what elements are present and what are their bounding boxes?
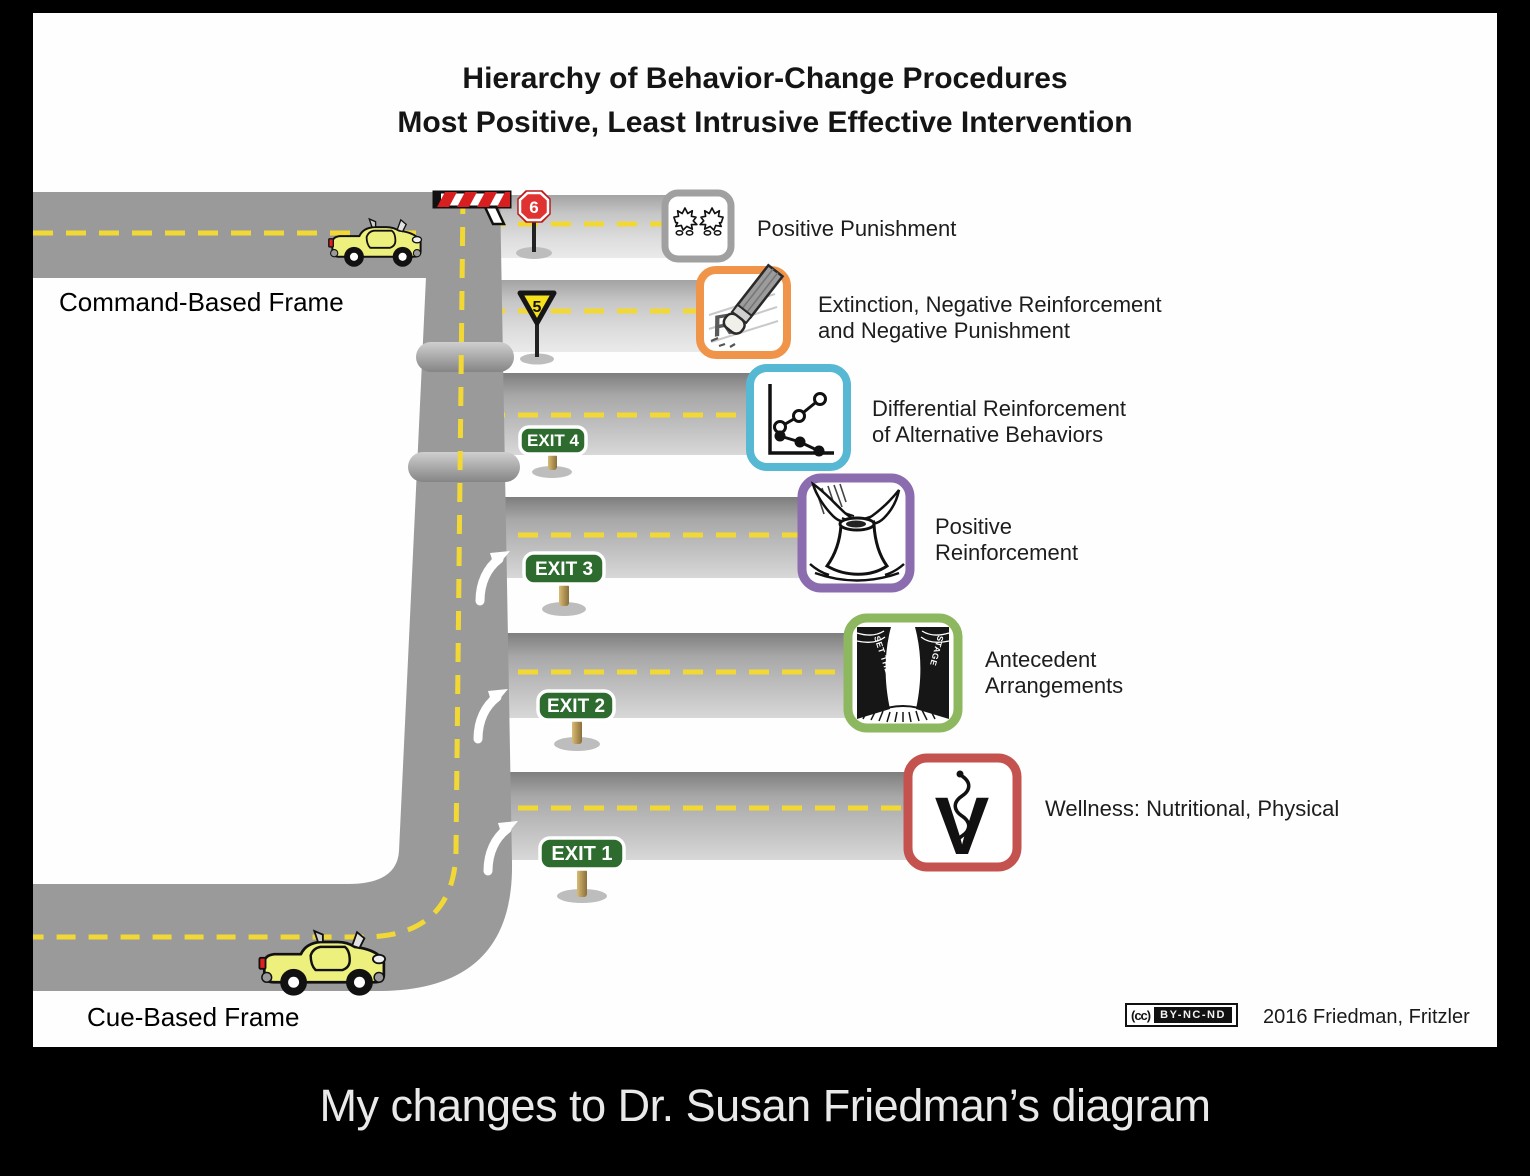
eraser-icon: R — [696, 263, 791, 359]
procedure-label-positive-reinforcement: Positive Reinforcement — [935, 514, 1079, 565]
exit4-sign: EXIT 4 — [518, 425, 588, 478]
title-line2: Most Positive, Least Intrusive Effective… — [397, 106, 1133, 139]
diagram-title: Hierarchy of Behavior-Change Procedures … — [33, 57, 1497, 145]
cc-icon: (cc) — [1131, 1007, 1151, 1023]
diagram-canvas: 6 5 EXIT 4 EXIT 3 — [33, 13, 1497, 1047]
exit3-sign: EXIT 3 — [522, 551, 606, 616]
stop-sign-6: 6 — [516, 190, 552, 259]
fighting-pigs-icon — [661, 189, 735, 263]
cc-license-badge: (cc) BY-NC-ND — [1125, 1003, 1238, 1027]
title-line1: Hierarchy of Behavior-Change Procedures — [462, 62, 1068, 95]
sign-shadow — [516, 247, 552, 259]
sign-shadow — [542, 602, 586, 616]
procedure-label-differential-reinforcement: Differential Reinforcement of Alternativ… — [872, 396, 1126, 447]
procedure-label-wellness: Wellness: Nutritional, Physical — [1045, 796, 1340, 821]
bottom-caption: My changes to Dr. Susan Friedman’s diagr… — [319, 1080, 1211, 1131]
procedure-label-positive-punishment: Positive Punishment — [757, 216, 957, 241]
attribution-credit: 2016 Friedman, Fritzler — [1263, 1006, 1470, 1028]
barrier-gate — [432, 190, 512, 226]
cue-frame-label: Cue-Based Frame — [87, 1002, 300, 1032]
stage-curtains-icon: SET THE STAGE — [843, 613, 963, 733]
exit1-sign: EXIT 1 — [538, 836, 626, 903]
exit1-label: EXIT 1 — [551, 843, 612, 865]
exit4-label: EXIT 4 — [527, 431, 580, 450]
pottery-hands-icon — [797, 473, 915, 593]
command-frame-label: Command-Based Frame — [59, 287, 344, 317]
road-collar-lower — [408, 452, 520, 482]
yield-sign-number: 5 — [533, 299, 542, 316]
yield-sign-5: 5 — [517, 290, 557, 365]
exit3-label: EXIT 3 — [535, 559, 593, 580]
procedure-label-extinction: Extinction, Negative Reinforcement and N… — [818, 292, 1162, 343]
road-diagram-art: 6 5 EXIT 4 EXIT 3 — [33, 189, 1022, 998]
exit2-label: EXIT 2 — [547, 696, 605, 717]
road-collar-upper — [416, 342, 514, 372]
line-chart-icon — [746, 364, 851, 471]
sign-shadow — [532, 466, 572, 478]
cc-terms: BY-NC-ND — [1154, 1007, 1232, 1023]
sign-shadow — [520, 353, 554, 365]
procedure-label-antecedent-arrangements: Antecedent Arrangements — [985, 647, 1124, 698]
veterinary-symbol-icon: V — [903, 753, 1022, 872]
exit2-sign: EXIT 2 — [536, 689, 616, 751]
stop-sign-number: 6 — [529, 198, 538, 217]
